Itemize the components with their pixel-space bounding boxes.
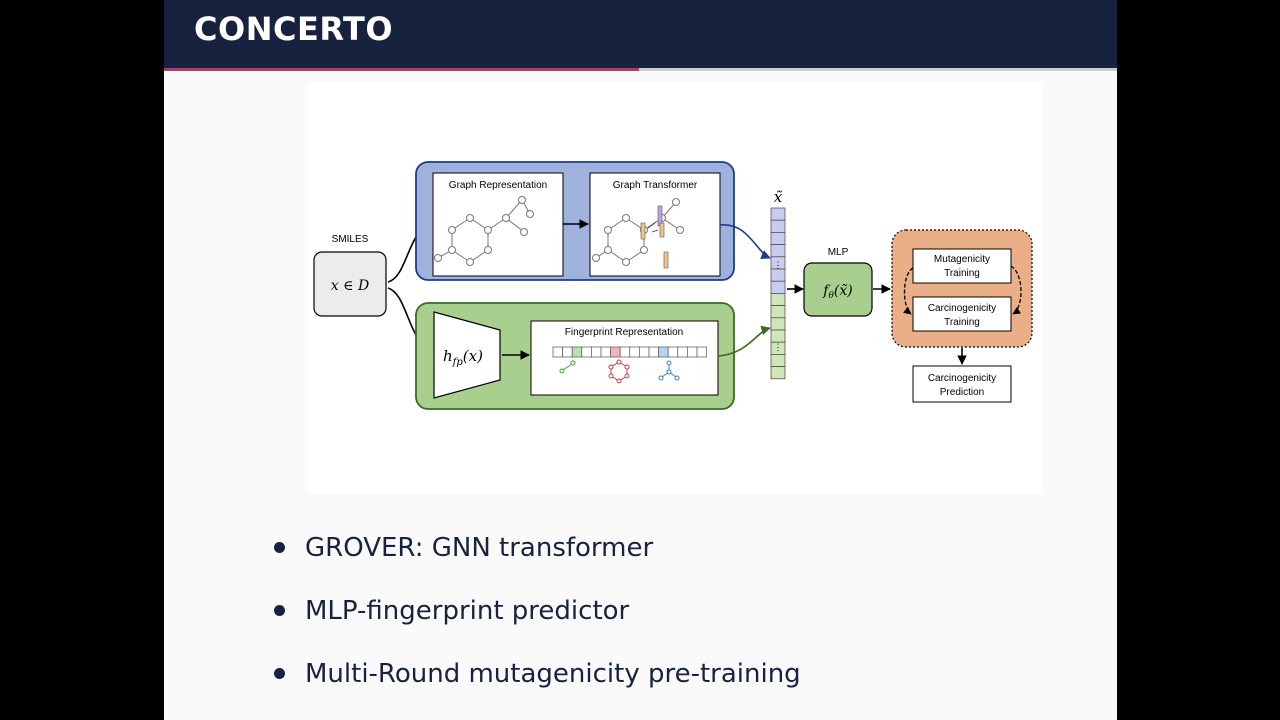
carcinogenicity-training-node bbox=[912, 296, 1012, 332]
fingerprint-bit bbox=[648, 346, 659, 358]
vector-cell bbox=[770, 293, 786, 306]
bullet-item: GROVER: GNN transformer bbox=[274, 525, 801, 588]
loop-arrow-left bbox=[903, 267, 914, 315]
mutagenicity-training-label-2: Training bbox=[944, 268, 980, 279]
mlp-node-label: fθ(x̃) bbox=[822, 283, 852, 301]
vector-dots-top: ⋮ bbox=[774, 260, 783, 270]
fingerprint-bit bbox=[619, 346, 631, 358]
fragment-icons bbox=[559, 359, 680, 384]
architecture-diagram: SMILES x ∈ D Graph Representation bbox=[313, 161, 1033, 410]
vector-cell bbox=[770, 280, 786, 294]
loop-arrow-right bbox=[1010, 265, 1022, 315]
fingerprint-bit bbox=[658, 346, 669, 358]
attention-arrows-icon bbox=[647, 221, 659, 233]
fingerprint-bit bbox=[667, 346, 679, 358]
vector-cell bbox=[770, 244, 786, 258]
bullet-dot bbox=[274, 542, 285, 553]
carcinogenicity-training-label-1: Carcinogenicity bbox=[928, 303, 996, 314]
fingerprint-representation-panel bbox=[530, 320, 719, 396]
title-accent-line bbox=[164, 68, 639, 71]
molecule-graph-icon bbox=[434, 196, 534, 266]
vector-cell bbox=[770, 305, 786, 319]
prediction-node bbox=[912, 365, 1012, 403]
carcinogenicity-training-label-2: Training bbox=[944, 317, 980, 328]
graph-transformer-label: Graph Transformer bbox=[613, 180, 698, 191]
vector-cell bbox=[770, 317, 786, 331]
fingerprint-bit bbox=[600, 346, 611, 358]
prediction-label-2: Prediction bbox=[940, 387, 984, 398]
mutagenicity-training-label-1: Mutagenicity bbox=[934, 254, 990, 265]
fingerprint-bit bbox=[610, 346, 621, 358]
vector-cell bbox=[770, 219, 786, 233]
graph-representation-label: Graph Representation bbox=[449, 180, 547, 191]
mlp-label: MLP bbox=[828, 247, 849, 258]
fingerprint-bit bbox=[581, 346, 592, 358]
fingerprint-bit-vector bbox=[552, 346, 707, 358]
vector-cell bbox=[770, 207, 786, 221]
title-bar: CONCERTO bbox=[164, 0, 1117, 68]
fingerprint-bit bbox=[591, 346, 602, 358]
vector-cell bbox=[770, 354, 786, 367]
slide: CONCERTO SMILES x ∈ D bbox=[164, 0, 1117, 720]
vector-cell bbox=[770, 268, 786, 282]
graph-representation-panel bbox=[432, 172, 564, 277]
prediction-label-1: Carcinogenicity bbox=[928, 373, 996, 384]
vector-dots-bottom: ⋮ bbox=[774, 342, 783, 352]
mutagenicity-training-node bbox=[912, 248, 1012, 284]
bullet-dot bbox=[274, 668, 285, 679]
bullet-list: GROVER: GNN transformer MLP-fingerprint … bbox=[274, 525, 801, 714]
title-accent-line-rest bbox=[639, 68, 1117, 71]
smiles-label: SMILES bbox=[332, 234, 369, 245]
fingerprint-bit bbox=[639, 346, 650, 358]
attention-bars-icon bbox=[640, 205, 669, 269]
fingerprint-bit bbox=[677, 346, 688, 358]
vector-cell bbox=[770, 366, 786, 380]
vector-cell bbox=[770, 232, 786, 245]
fingerprint-representation-label: Fingerprint Representation bbox=[565, 327, 683, 338]
fingerprint-bit bbox=[571, 346, 583, 358]
concat-vector bbox=[770, 207, 786, 380]
concat-vector-label: x̃ bbox=[774, 188, 783, 206]
mlp-node bbox=[803, 262, 873, 317]
fingerprint-bit bbox=[687, 346, 698, 358]
slide-title: CONCERTO bbox=[194, 10, 394, 48]
fingerprint-bit bbox=[629, 346, 640, 358]
bullet-text: GROVER: GNN transformer bbox=[305, 533, 654, 563]
bullet-text: MLP-fingerprint predictor bbox=[305, 596, 630, 626]
graph-transformer-panel bbox=[589, 172, 721, 277]
fingerprint-encoder-shape bbox=[433, 311, 501, 399]
arrow-fingerprint-to-vector bbox=[717, 325, 771, 357]
bullet-text: Multi-Round mutagenicity pre-training bbox=[305, 659, 801, 689]
bullet-dot bbox=[274, 605, 285, 616]
vector-cell bbox=[770, 329, 786, 343]
architecture-figure: SMILES x ∈ D Graph Representation bbox=[308, 82, 1042, 494]
bullet-item: MLP-fingerprint predictor bbox=[274, 588, 801, 651]
fingerprint-encoder-label: hfp(x) bbox=[443, 347, 483, 368]
arrow-graph-to-vector bbox=[719, 224, 771, 259]
fingerprint-bit bbox=[696, 346, 707, 358]
input-node bbox=[313, 251, 387, 317]
fingerprint-bit bbox=[552, 346, 563, 358]
input-node-label: x ∈ D bbox=[331, 278, 369, 294]
bullet-item: Multi-Round mutagenicity pre-training bbox=[274, 651, 801, 714]
fingerprint-bit bbox=[562, 346, 573, 358]
